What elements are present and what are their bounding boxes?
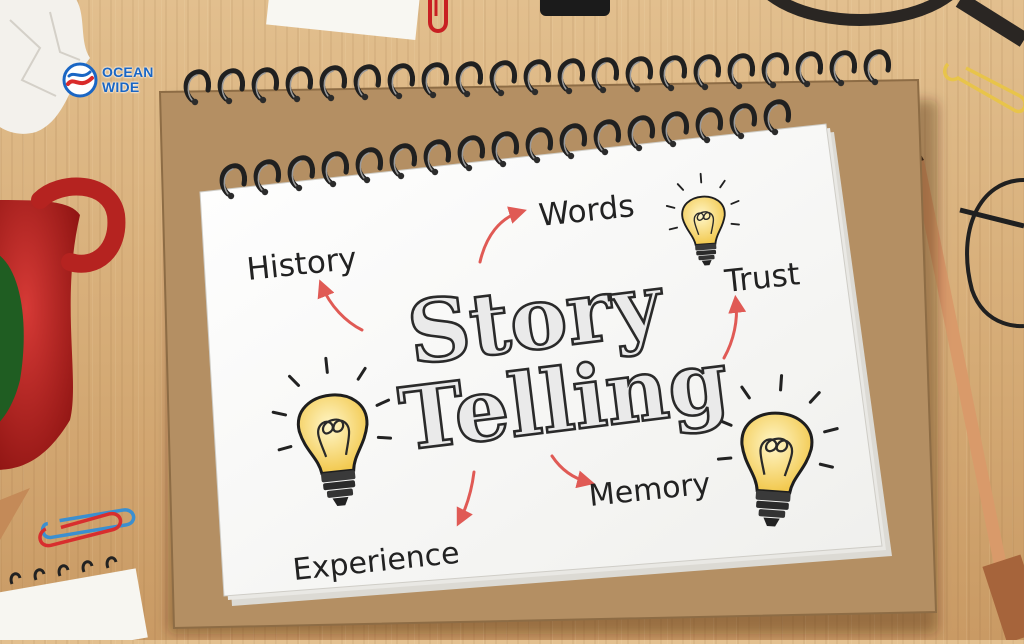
logo-line-wide: WIDE	[102, 79, 140, 95]
small-notebook	[0, 556, 148, 644]
arrows	[317, 206, 747, 527]
oceanwide-wave-logo-icon	[62, 62, 98, 98]
logo-line-ocean: OCEAN	[102, 64, 154, 80]
arrow-to-words	[478, 206, 527, 264]
eyeglasses	[959, 178, 1024, 329]
keyword-trust: Trust	[722, 256, 801, 300]
arrow-to-memory	[550, 454, 595, 489]
arrow-to-history	[317, 279, 364, 332]
oceanwide-logo[interactable]: OCEAN WIDE	[62, 62, 154, 98]
paper-clips	[38, 62, 1024, 548]
arrow-to-experience	[456, 470, 476, 527]
magnifier	[767, 0, 1024, 47]
crumpled-paper	[0, 0, 90, 134]
top-papers	[266, 0, 610, 41]
arrow-to-trust	[722, 294, 747, 360]
coffee-mug	[0, 177, 126, 470]
logo-wordmark: OCEAN WIDE	[102, 65, 154, 95]
